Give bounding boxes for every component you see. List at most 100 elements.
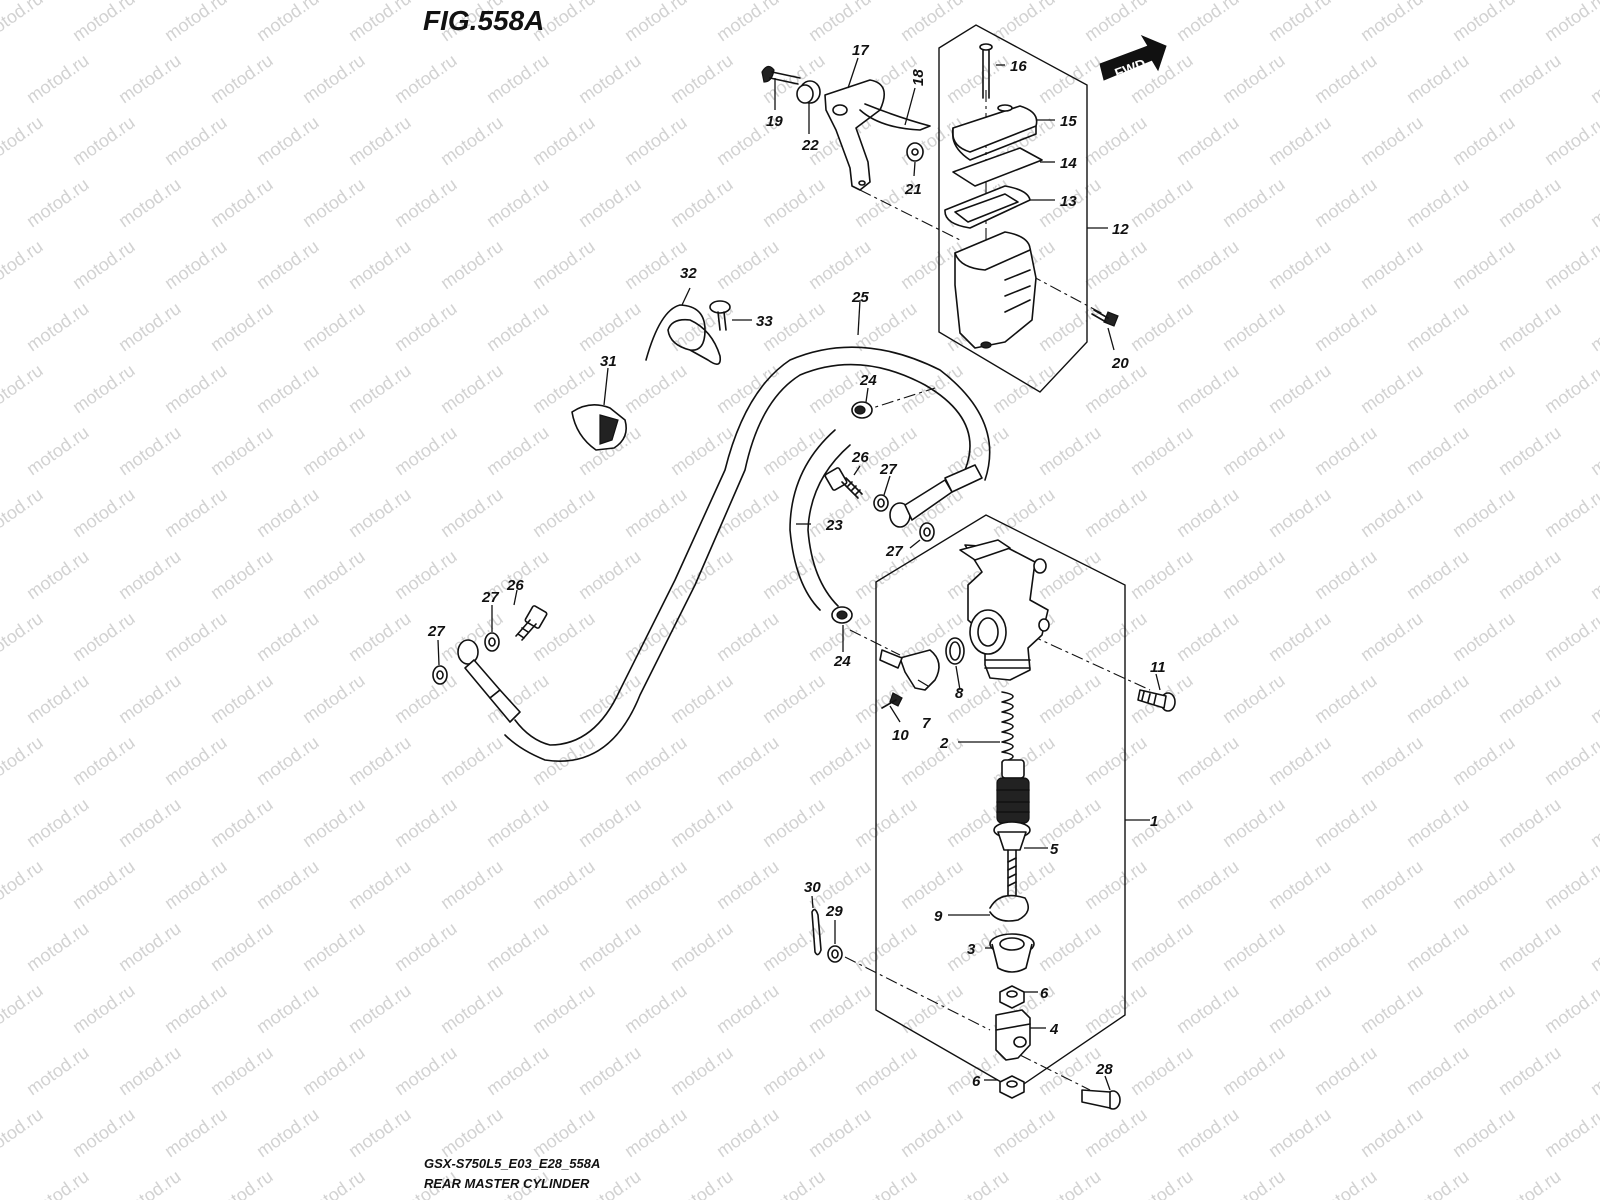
callout-25: 25 xyxy=(851,289,869,306)
watermark-text: motod.ru xyxy=(1495,794,1565,851)
watermark-text: motod.ru xyxy=(1357,236,1427,293)
watermark-text: motod.ru xyxy=(391,918,461,975)
watermark-text: motod.ru xyxy=(1357,732,1427,789)
watermark-text: motod.ru xyxy=(1127,174,1197,231)
watermark-text: motod.ru xyxy=(1127,794,1197,851)
watermark-text: motod.ru xyxy=(1127,546,1197,603)
watermark-text: motod.ru xyxy=(1081,856,1151,913)
watermark-text: motod.ru xyxy=(1541,608,1600,665)
watermark-text: motod.ru xyxy=(1587,298,1600,355)
watermark-text: motod.ru xyxy=(1219,670,1289,727)
watermark-text: motod.ru xyxy=(483,1042,553,1099)
watermark-text: motod.ru xyxy=(69,484,139,541)
watermark-text: motod.ru xyxy=(1219,422,1289,479)
watermark-text: motod.ru xyxy=(1403,174,1473,231)
watermark-text: motod.ru xyxy=(1311,174,1381,231)
watermark-text: motod.ru xyxy=(1265,236,1335,293)
watermark-text: motod.ru xyxy=(621,608,691,665)
watermark-text: motod.ru xyxy=(1495,422,1565,479)
lock-nut-lower xyxy=(999,1075,1025,1099)
watermark-text: motod.ru xyxy=(713,0,783,45)
hose-clip-upper xyxy=(851,401,873,419)
watermark-text: motod.ru xyxy=(1219,918,1289,975)
watermark-text: motod.ru xyxy=(1173,1104,1243,1161)
piston-spring xyxy=(1001,691,1014,763)
watermark-text: motod.ru xyxy=(529,112,599,169)
watermark-text: motod.ru xyxy=(1541,236,1600,293)
watermark-text: motod.ru xyxy=(23,422,93,479)
watermark-text: motod.ru xyxy=(1357,112,1427,169)
watermark-text: motod.ru xyxy=(1081,732,1151,789)
rubber-collar xyxy=(796,80,821,104)
watermark-text: motod.ru xyxy=(1449,112,1519,169)
watermark-text: motod.ru xyxy=(345,608,415,665)
watermark-text: motod.ru xyxy=(115,1166,185,1200)
watermark-text: motod.ru xyxy=(1495,1166,1565,1200)
watermark-text: motod.ru xyxy=(1035,546,1105,603)
watermark-text: motod.ru xyxy=(161,1104,231,1161)
watermark-text: motod.ru xyxy=(1587,1042,1600,1099)
watermark-text: motod.ru xyxy=(575,50,645,107)
watermark-text: motod.ru xyxy=(1541,112,1600,169)
watermark-text: motod.ru xyxy=(0,1104,46,1161)
watermark-text: motod.ru xyxy=(1357,856,1427,913)
watermark-text: motod.ru xyxy=(23,174,93,231)
watermark-text: motod.ru xyxy=(1219,174,1289,231)
watermark-text: motod.ru xyxy=(621,0,691,45)
watermark-text: motod.ru xyxy=(575,174,645,231)
watermark-text: motod.ru xyxy=(1357,0,1427,45)
watermark-text: motod.ru xyxy=(1127,1042,1197,1099)
watermark-text: motod.ru xyxy=(1219,546,1289,603)
watermark-text: motod.ru xyxy=(621,484,691,541)
watermark-text: motod.ru xyxy=(667,174,737,231)
reservoir-hose-inner xyxy=(504,363,971,762)
union-bolt-lower xyxy=(515,605,548,641)
watermark-text: motod.ru xyxy=(851,918,921,975)
watermark-text: motod.ru xyxy=(1449,0,1519,45)
watermark-text: motod.ru xyxy=(483,174,553,231)
watermark-text: motod.ru xyxy=(115,50,185,107)
watermark-text: motod.ru xyxy=(345,236,415,293)
watermark-text: motod.ru xyxy=(161,360,231,417)
watermark-text: motod.ru xyxy=(115,670,185,727)
callout-22: 22 xyxy=(801,137,819,154)
watermark-text: motod.ru xyxy=(115,794,185,851)
watermark-text: motod.ru xyxy=(299,918,369,975)
watermark-text: motod.ru xyxy=(1127,1166,1197,1200)
watermark-text: motod.ru xyxy=(1403,422,1473,479)
watermark-text: motod.ru xyxy=(207,918,277,975)
watermark-text: motod.ru xyxy=(299,670,369,727)
watermark-text: motod.ru xyxy=(253,360,323,417)
watermark-text: motod.ru xyxy=(1265,980,1335,1037)
watermark-text: motod.ru xyxy=(1541,732,1600,789)
watermark-text: motod.ru xyxy=(299,298,369,355)
callout-15: 15 xyxy=(1060,113,1077,130)
watermark-text: motod.ru xyxy=(483,50,553,107)
watermark-text: motod.ru xyxy=(1449,484,1519,541)
watermark-text: motod.ru xyxy=(253,0,323,45)
reservoir-bolt xyxy=(1091,309,1119,327)
watermark-text: motod.ru xyxy=(437,732,507,789)
watermark-text: motod.ru xyxy=(759,918,829,975)
watermark-text: motod.ru xyxy=(161,484,231,541)
watermark-text: motod.ru xyxy=(1219,298,1289,355)
washer-4 xyxy=(432,665,448,685)
watermark-text: motod.ru xyxy=(1173,112,1243,169)
watermark-text: motod.ru xyxy=(1449,1104,1519,1161)
lock-nut-upper xyxy=(999,985,1025,1009)
piston-cup xyxy=(996,759,1030,824)
watermark-text: motod.ru xyxy=(207,794,277,851)
callout-33: 33 xyxy=(756,313,773,330)
watermark-text: motod.ru xyxy=(345,0,415,45)
callout-9: 9 xyxy=(934,908,943,925)
watermark-text: motod.ru xyxy=(69,980,139,1037)
callout-4: 4 xyxy=(1049,1021,1059,1038)
callout-13: 13 xyxy=(1060,193,1077,210)
diaphragm-plate xyxy=(952,147,1043,187)
watermark-text: motod.ru xyxy=(0,856,46,913)
watermark-text: motod.ru xyxy=(207,1166,277,1200)
watermark-text: motod.ru xyxy=(345,360,415,417)
watermark-text: motod.ru xyxy=(437,484,507,541)
inlet-fitting xyxy=(879,649,940,691)
watermark-text: motod.ru xyxy=(1035,422,1105,479)
